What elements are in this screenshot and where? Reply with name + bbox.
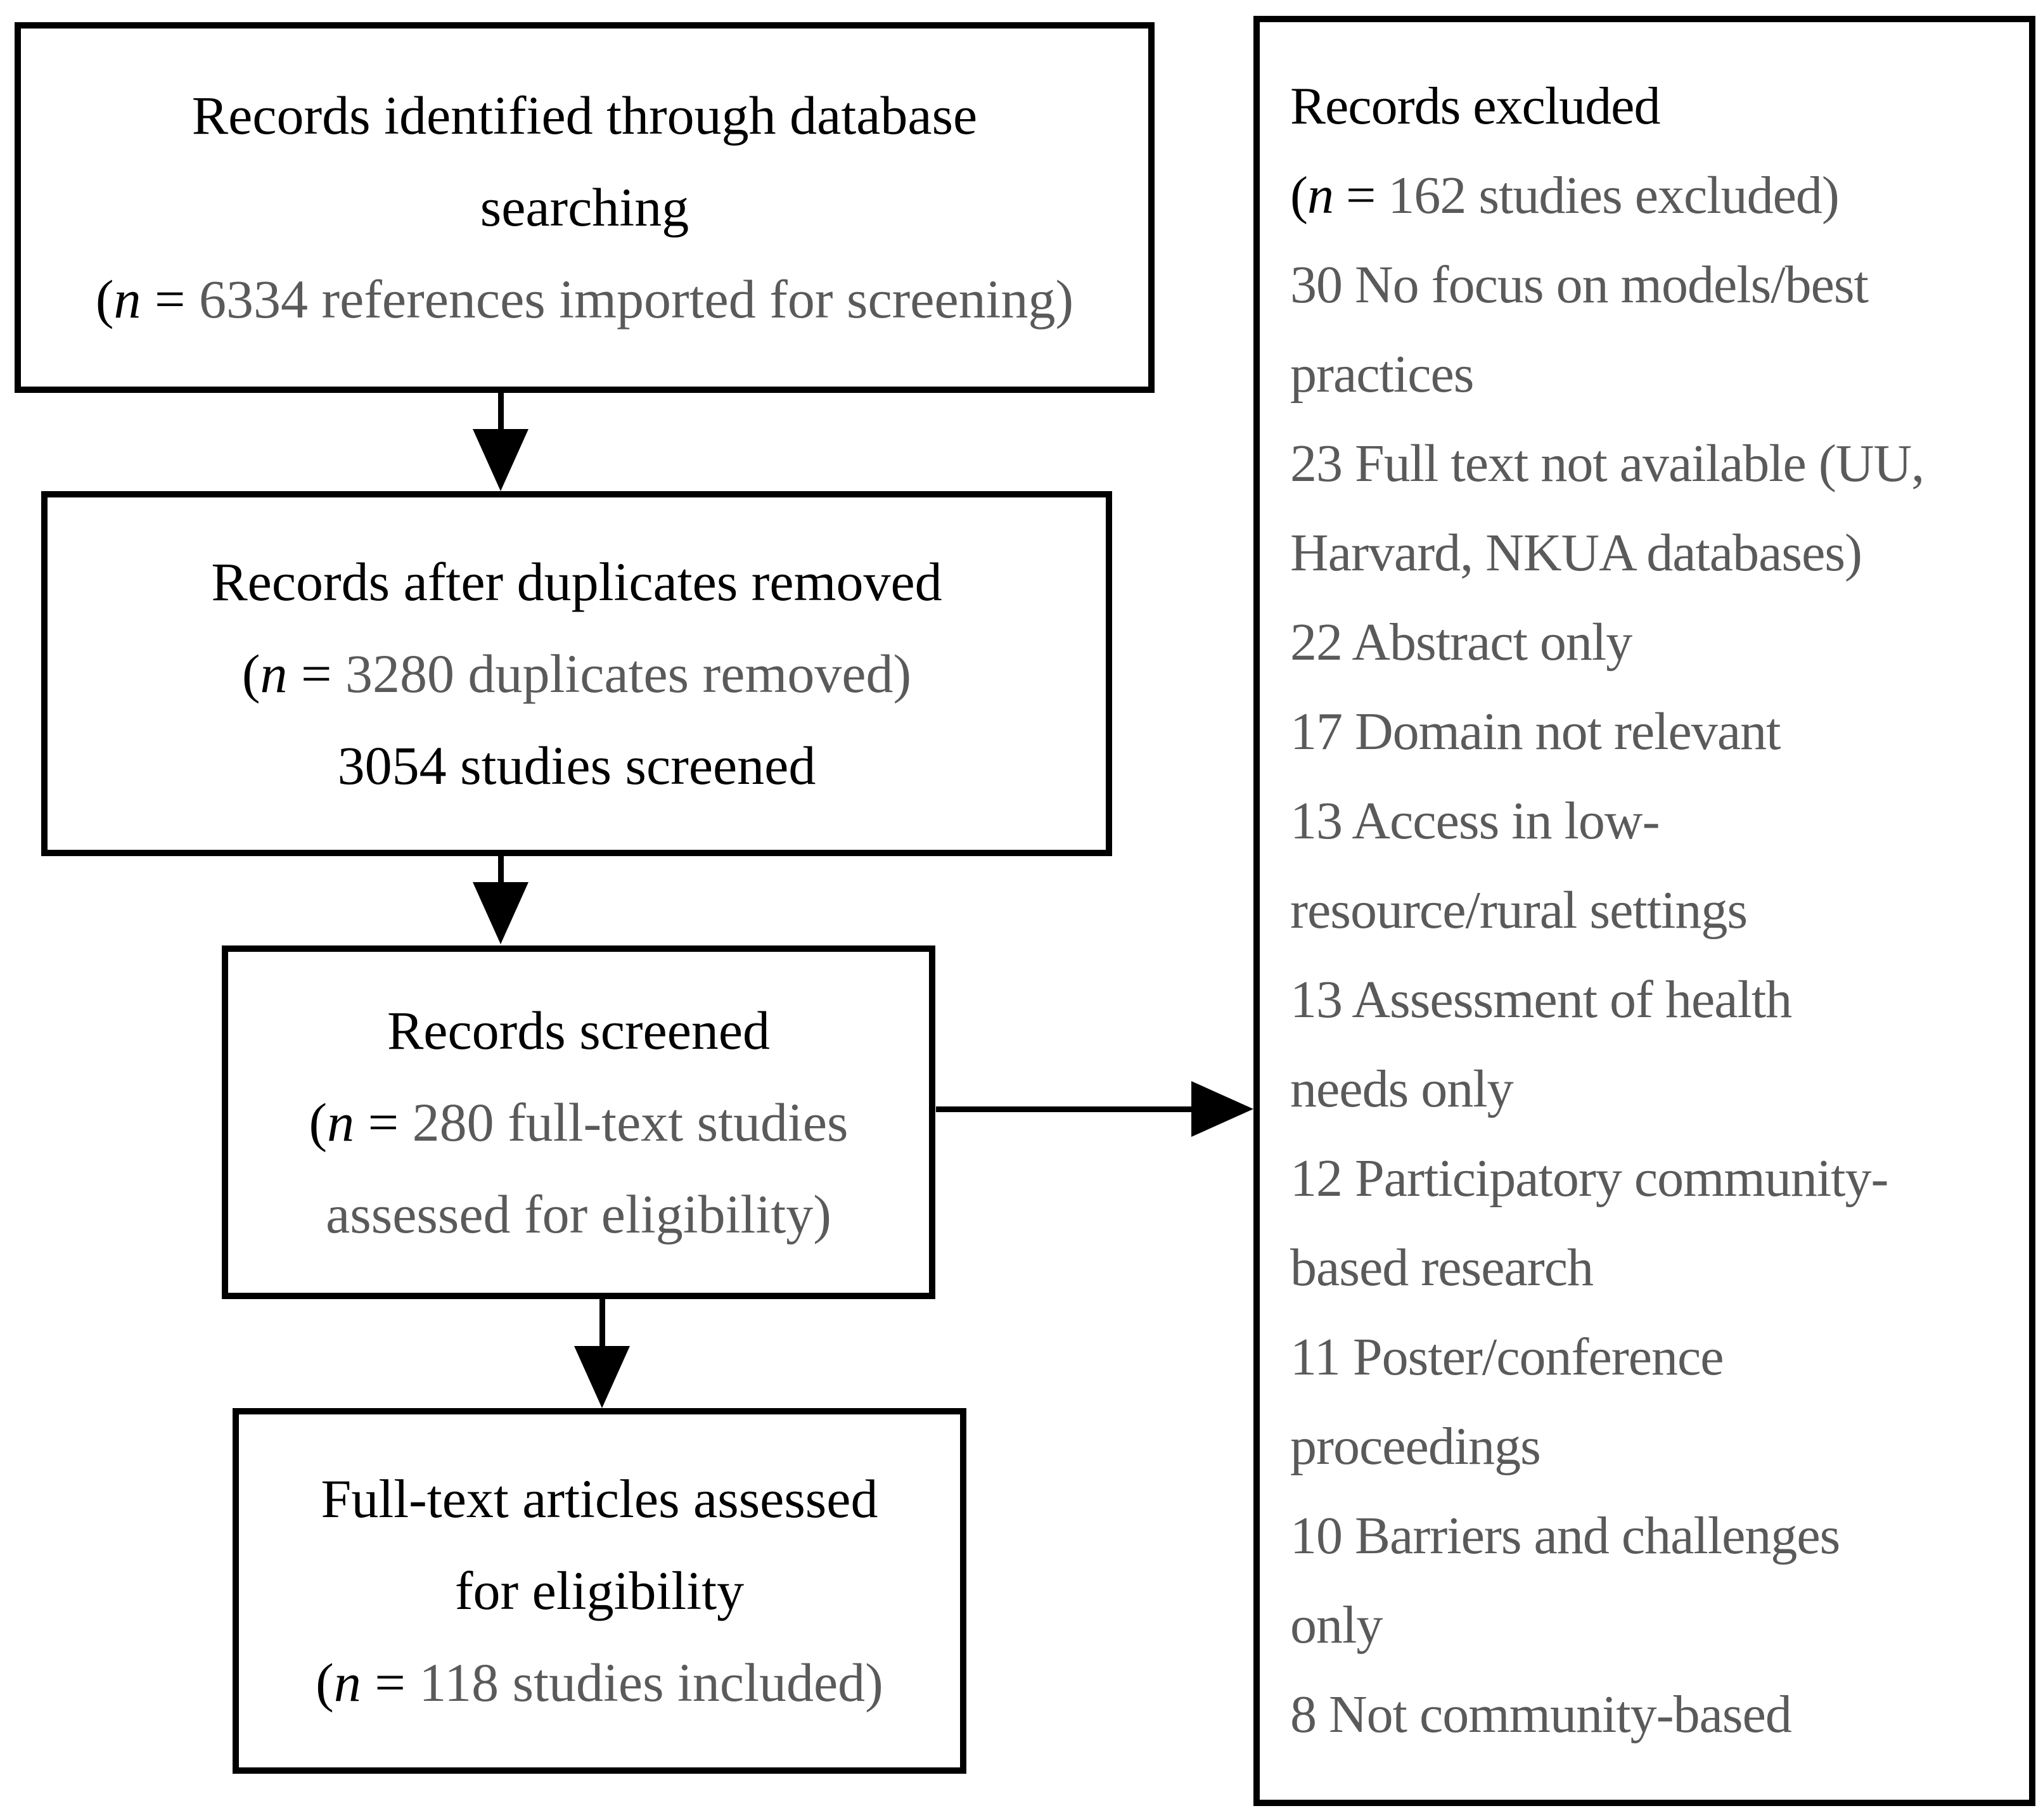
box-stat-line: (n = 280 full-text studies (309, 1091, 849, 1153)
down-arrow-shaft (599, 1299, 605, 1349)
flow-box-full-text-assessed: Full-text articles assessed for eligibil… (233, 1408, 966, 1774)
exclusion-reason-line: 22 Abstract only (1290, 613, 1632, 672)
right-arrow-head (1191, 1081, 1253, 1137)
exclusion-reason-line: 11 Poster/conference (1290, 1328, 1724, 1387)
exclusion-reason-line: 12 Participatory community- (1290, 1149, 1888, 1208)
exclusion-reason-line: 30 No focus on models/best (1290, 255, 1869, 314)
exclusion-reason-line: Harvard, NKUA databases) (1290, 523, 1862, 582)
exclusion-reason-line: based research (1290, 1238, 1594, 1297)
down-arrow-head (574, 1346, 630, 1408)
down-arrow-shaft (498, 856, 504, 885)
flow-box-records-screened: Records screened (n = 280 full-text stud… (222, 945, 935, 1299)
exclusion-reason-line: 13 Access in low- (1290, 791, 1660, 850)
exclusion-reason-line: 17 Domain not relevant (1290, 702, 1781, 761)
flow-box-identification: Records identified through database sear… (15, 22, 1155, 393)
panel-stat-line: (n = 162 studies excluded) (1290, 166, 1840, 225)
box-title-line: for eligibility (454, 1560, 745, 1621)
exclusion-reason-line: only (1290, 1596, 1383, 1655)
box-title-line: Full-text articles assessed (321, 1468, 878, 1529)
box-title-line: Records screened (387, 999, 771, 1061)
box-title-line: Records after duplicates removed (211, 551, 942, 612)
exclusion-reason-line: resource/rural settings (1290, 881, 1748, 940)
exclusion-reason-line: 8 Not community-based (1290, 1685, 1792, 1744)
exclusion-reason-line: needs only (1290, 1060, 1514, 1118)
box-stat-line: assessed for eligibility) (326, 1183, 831, 1245)
down-arrow-shaft (498, 393, 504, 432)
exclusion-reason-line: practices (1290, 345, 1474, 404)
exclusion-reason-line: proceedings (1290, 1417, 1541, 1476)
box-title-line: searching (480, 177, 689, 238)
right-arrow-shaft (936, 1106, 1194, 1112)
box-stat-line: (n = 6334 references imported for screen… (95, 269, 1074, 330)
panel-heading: Records excluded (1290, 77, 1660, 136)
box-title-line: 3054 studies screened (337, 734, 816, 796)
down-arrow-head (473, 882, 528, 944)
exclusion-reason-line: 13 Assessment of health (1290, 970, 1792, 1029)
box-stat-line: (n = 118 studies included) (316, 1652, 883, 1713)
box-title-line: Records identified through database (191, 85, 978, 146)
flow-box-duplicates-removed: Records after duplicates removed (n = 32… (41, 491, 1112, 856)
records-excluded-panel: Records excluded (n = 162 studies exclud… (1253, 16, 2035, 1806)
box-stat-line: (n = 3280 duplicates removed) (241, 643, 912, 704)
down-arrow-head (473, 429, 528, 491)
exclusion-reason-line: 10 Barriers and challenges (1290, 1506, 1840, 1565)
exclusion-reason-line: 23 Full text not available (UU, (1290, 434, 1925, 493)
